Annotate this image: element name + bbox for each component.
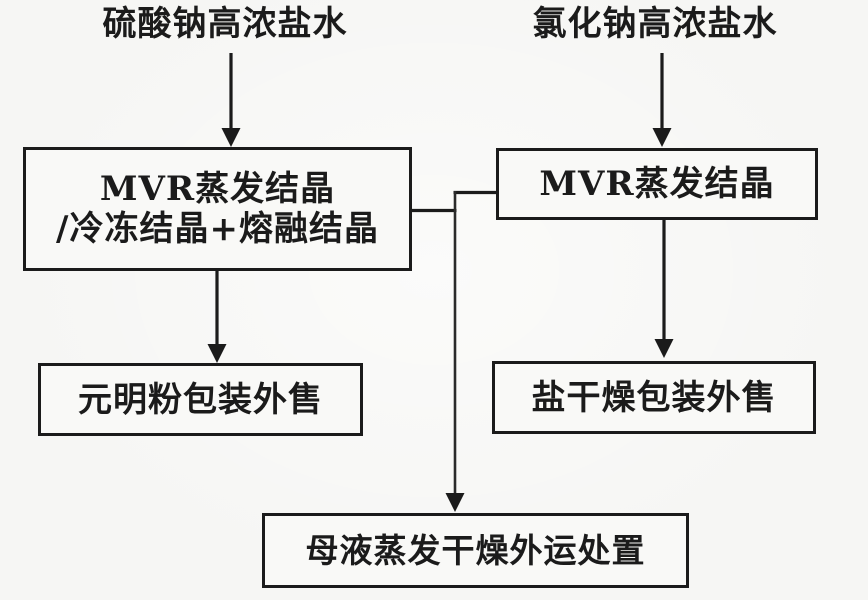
box-left-process-line2: /冷冻结晶+熔融结晶 [56,209,379,249]
box-left-process-line1: MVR蒸发结晶 [99,169,336,209]
arrow-chloride-input [652,53,672,147]
box-output-mother-liquor: 母液蒸发干燥外运处置 [262,513,689,588]
box-left-process: MVR蒸发结晶 /冷冻结晶+熔融结晶 [23,147,412,271]
box-output-glauber-salt-label: 元明粉包装外售 [78,379,323,420]
box-right-process-label: MVR蒸发结晶 [539,164,775,204]
box-output-dried-salt-label: 盐干燥包装外售 [531,377,777,418]
box-output-dried-salt: 盐干燥包装外售 [492,361,816,434]
label-chloride-brine: 氯化钠高浓盐水 [532,4,778,44]
arrow-left-process-to-output [207,271,227,363]
arrow-sulfate-input [221,53,241,147]
label-sulfate-brine: 硫酸钠高浓盐水 [102,4,348,44]
arrow-right-process-to-output [654,220,674,358]
arrow-mother-liquor [445,191,465,512]
box-output-glauber-salt: 元明粉包装外售 [38,363,363,436]
box-output-mother-liquor-label: 母液蒸发干燥外运处置 [305,530,646,570]
box-right-process: MVR蒸发结晶 [496,148,818,220]
connector-process-junction [412,190,496,213]
